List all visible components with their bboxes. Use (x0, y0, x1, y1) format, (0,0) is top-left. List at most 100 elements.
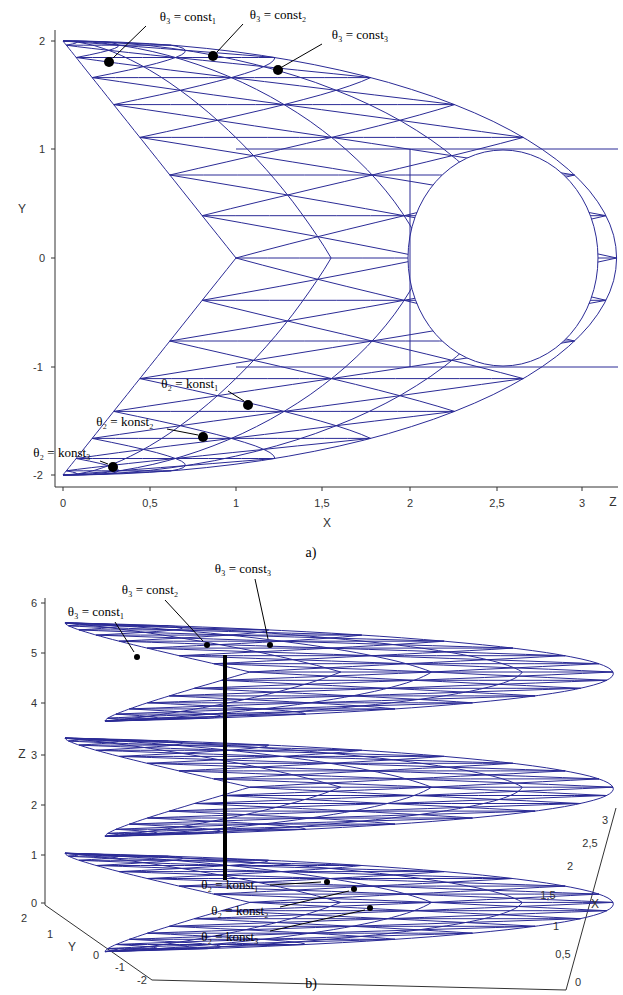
mesh-line (170, 105, 455, 175)
mesh-line (148, 688, 581, 703)
tick-label: -1 (33, 361, 43, 373)
vertical-axis-bar (223, 655, 227, 880)
tick-label: 2,5 (582, 837, 597, 849)
mesh-line (79, 860, 444, 871)
mesh-line (65, 738, 613, 836)
mesh-line (65, 853, 79, 856)
mesh-line (63, 459, 275, 476)
tick-label: 2 (567, 860, 573, 872)
mesh-line (79, 745, 444, 756)
tick-label: 0,5 (555, 948, 570, 960)
mesh-line (222, 680, 535, 696)
theta-label: θ₂ = konst₃ (201, 930, 258, 944)
mesh-line (63, 41, 119, 58)
theta-label: θ₃ = const₁ (160, 10, 217, 24)
dots-b (134, 642, 373, 911)
wireframe-b (65, 623, 613, 952)
mesh-line (96, 856, 182, 865)
mesh-line (65, 853, 269, 860)
mesh-line (129, 926, 535, 939)
mesh-line (169, 796, 606, 812)
mesh-line (195, 902, 614, 918)
mesh-line (195, 787, 614, 803)
mesh-line (222, 664, 599, 681)
tick-label: 3 (579, 497, 585, 509)
tick-label: 1 (31, 849, 37, 861)
tick-label: 4 (31, 697, 37, 709)
axis-label: Y (18, 203, 26, 216)
tick-label: 3 (602, 814, 608, 826)
mesh-line (79, 630, 444, 641)
mesh-line (114, 58, 275, 105)
mesh-line (76, 411, 454, 458)
mesh-line (147, 763, 599, 779)
mesh-line (214, 648, 513, 664)
mesh-line (222, 911, 535, 927)
mesh-line (129, 696, 535, 709)
tick-label: 2 (407, 497, 413, 509)
theta-label: θ₃ = const₂ (122, 583, 179, 597)
mesh-line (65, 623, 269, 630)
tick-label: 0 (31, 897, 37, 909)
mesh-line (76, 58, 454, 105)
mesh-line (250, 771, 565, 787)
mesh-line (63, 41, 236, 475)
mesh-line (222, 779, 599, 796)
mesh-line (147, 879, 599, 895)
mesh-line (214, 879, 513, 895)
mesh-line (65, 623, 613, 721)
theta-label: θ₂ = konst₁ (201, 878, 258, 892)
mesh-line (65, 853, 119, 860)
mesh-line (116, 818, 473, 829)
axis-label: Y (68, 941, 76, 954)
mesh-line (147, 635, 362, 648)
tick-label: 0,5 (142, 497, 157, 509)
mesh-line (214, 763, 513, 779)
theta-label: θ₃ = const₃ (215, 562, 272, 576)
mesh-line (169, 680, 606, 696)
axes-a (51, 30, 618, 491)
mesh-line (96, 741, 182, 750)
theta-label: θ₃ = const₂ (250, 8, 307, 22)
theta-label: θ₂ = konst₁ (161, 377, 218, 391)
mesh-line (222, 796, 535, 812)
tick-label: 1 (553, 920, 559, 932)
mesh-line (116, 933, 473, 944)
mesh-line (105, 714, 306, 721)
theta-label: θ₃ = const₃ (332, 28, 389, 42)
axis-label: X (323, 517, 331, 530)
tick-label: 1 (47, 928, 53, 940)
tick-label: 5 (31, 647, 37, 659)
mesh-line (179, 656, 613, 672)
panel-label: b) (305, 976, 317, 991)
axis-label: X (591, 898, 599, 911)
tick-label: 2,5 (489, 497, 504, 509)
panel-label: a) (306, 545, 317, 560)
theta-label: θ₂ = konst₃ (33, 446, 90, 460)
mesh-line (108, 824, 395, 833)
mesh-line (63, 41, 617, 475)
theta-label: θ₃ = const₁ (68, 605, 125, 619)
leader-lines-a (100, 24, 322, 464)
mesh-line (250, 656, 565, 672)
tick-label: 1 (233, 497, 239, 509)
mesh-line (65, 623, 79, 626)
tick-label: -1 (115, 961, 125, 973)
mesh-line (179, 756, 444, 771)
mesh-line (65, 738, 79, 741)
mesh-line (214, 664, 607, 681)
tick-label: 1,5 (314, 497, 329, 509)
mesh-line (147, 750, 362, 763)
mesh-line (105, 945, 306, 952)
tick-label: 0 (93, 949, 99, 961)
mesh-line (65, 738, 119, 745)
tick-label: 2 (21, 912, 27, 924)
mesh-line (65, 853, 613, 951)
theta-label: θ₂ = konst₂ (96, 415, 153, 429)
mesh-line (147, 648, 599, 664)
tick-label: 0 (39, 252, 45, 264)
mesh-line (65, 623, 119, 630)
tick-label: 3 (31, 749, 37, 761)
